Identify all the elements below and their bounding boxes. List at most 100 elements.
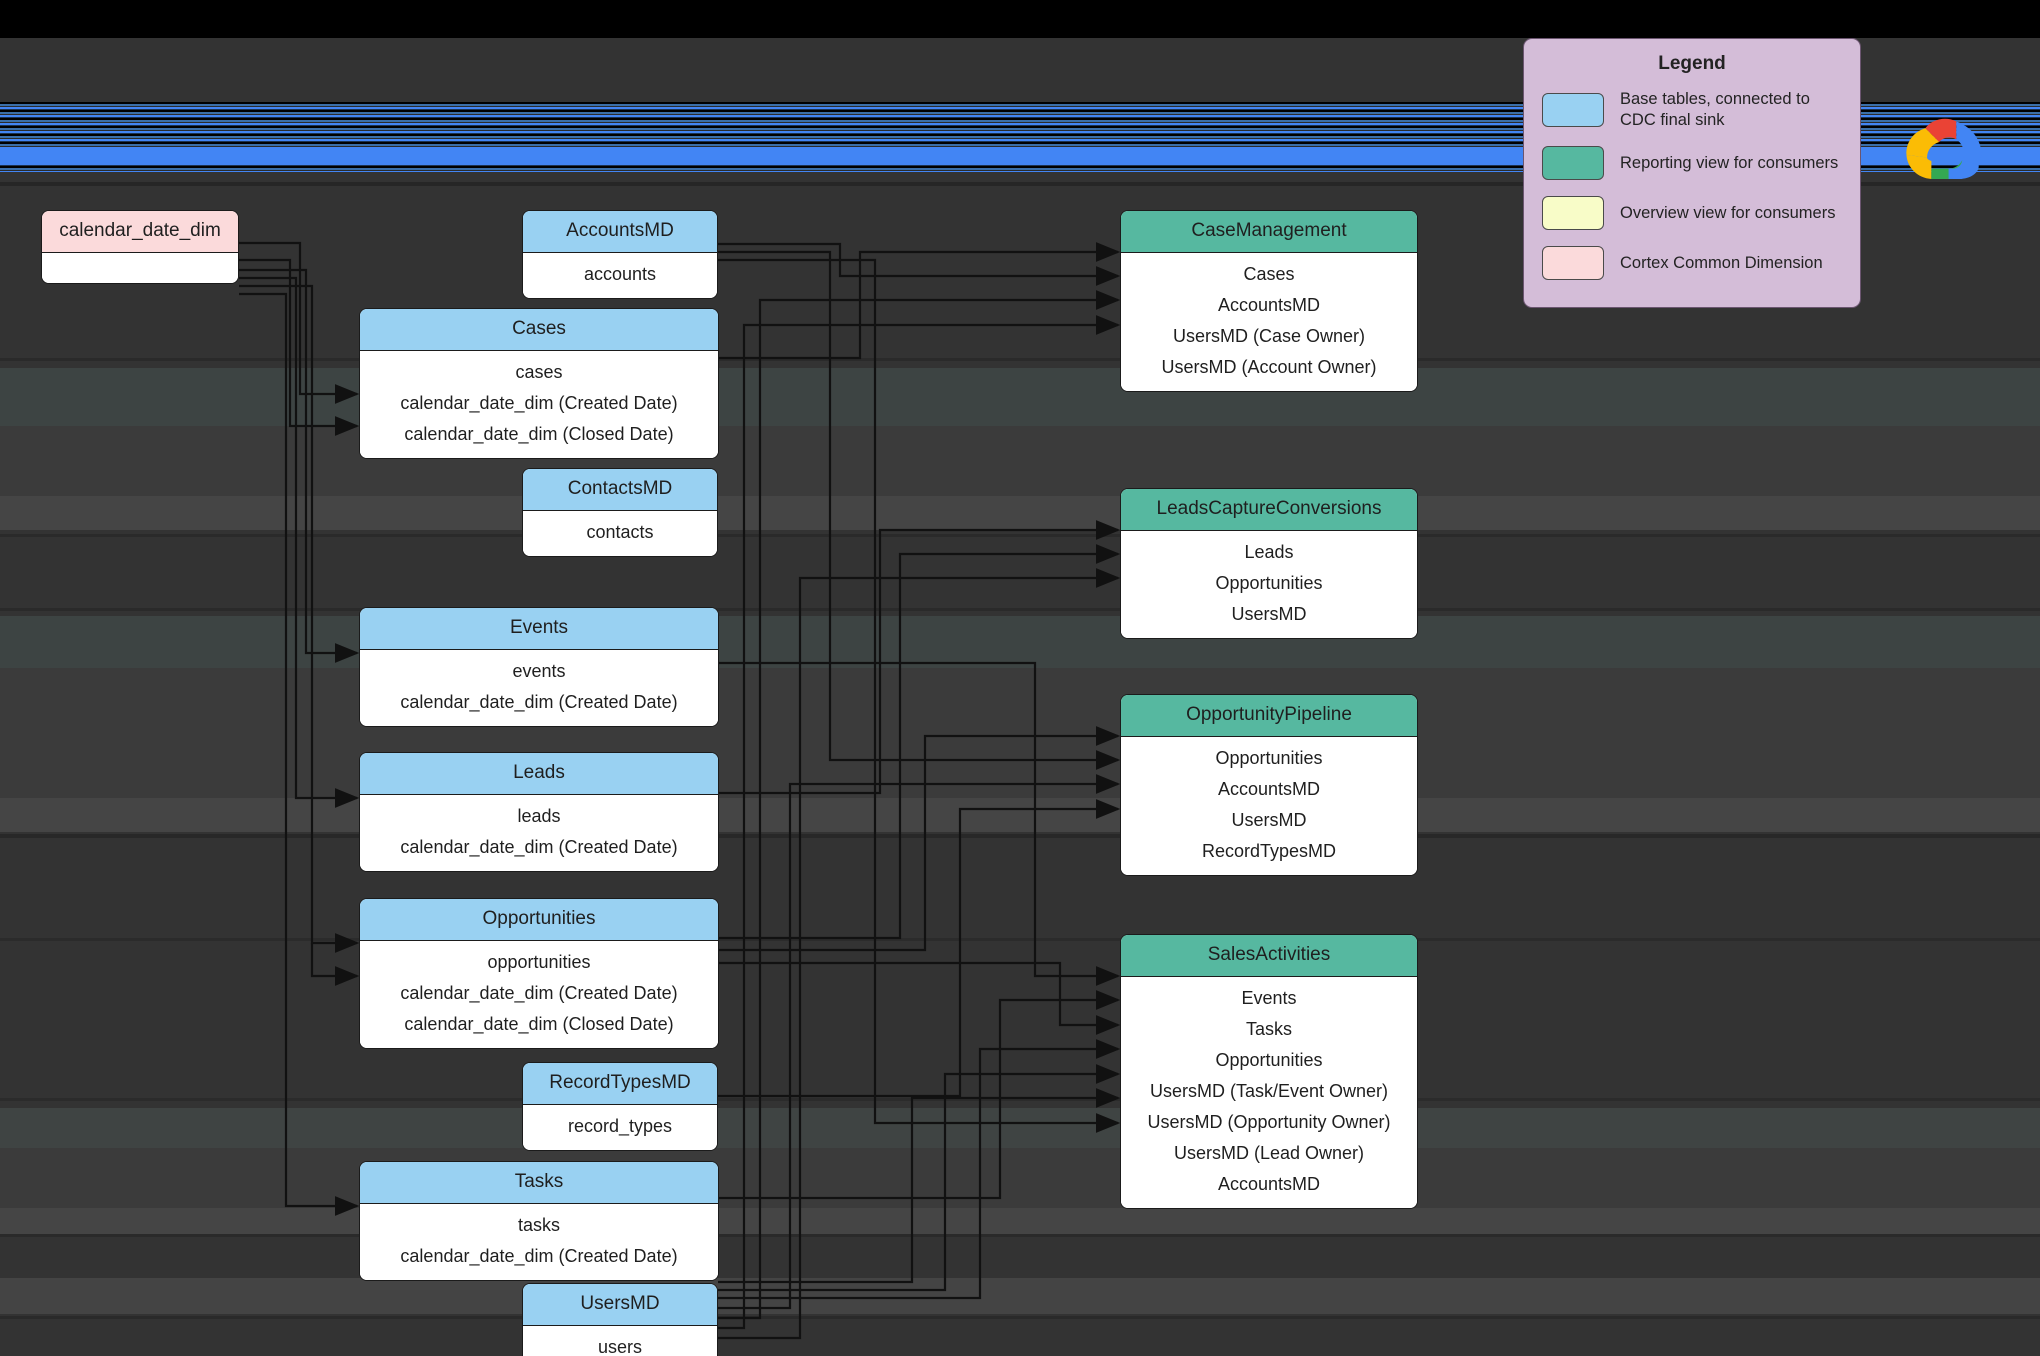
top-black-bar (0, 0, 2040, 38)
node-title: Leads (360, 753, 718, 795)
node-row: Cases (1243, 264, 1295, 284)
node-row: calendar_date_dim (Created Date) (400, 837, 678, 857)
render-band (0, 1098, 2040, 1101)
node-body: users (523, 1326, 717, 1356)
node-row: AccountsMD (1217, 779, 1321, 799)
node-body: record_types (523, 1105, 717, 1150)
node-row: tasks (517, 1215, 560, 1235)
render-band (0, 1148, 2040, 1208)
node-row: UsersMD (Task/Event Owner) (1149, 1081, 1389, 1101)
node-body (42, 253, 238, 283)
render-band (0, 834, 2040, 838)
cortex-dimension-swatch (1542, 246, 1604, 281)
node-title: SalesActivities (1121, 935, 1417, 977)
node-row: AccountsMD (1217, 1174, 1321, 1194)
node-body: accounts (523, 253, 717, 298)
node-title: OpportunityPipeline (1121, 695, 1417, 737)
node-title: ContactsMD (523, 469, 717, 511)
render-band (0, 798, 2040, 832)
legend-panel: Legend Base tables, connected to CDC fin… (1523, 38, 1861, 308)
base-table-node-recordtypesmd[interactable]: RecordTypesMD record_types (522, 1062, 718, 1151)
node-title: Cases (360, 309, 718, 351)
legend-item-label: Reporting view for consumers (1620, 153, 1839, 172)
node-title: RecordTypesMD (523, 1063, 717, 1105)
legend-item-cortex-dimension: Cortex Common Dimension (1542, 246, 1842, 281)
node-row: AccountsMD (1217, 295, 1321, 315)
legend-item-overview-view: Overview view for consumers (1542, 196, 1842, 231)
node-row: UsersMD (Lead Owner) (1173, 1143, 1365, 1163)
render-band (0, 938, 2040, 941)
legend-item-label: Base tables, connected to CDC final sink (1620, 90, 1810, 129)
node-title: UsersMD (523, 1284, 717, 1326)
node-title: AccountsMD (523, 211, 717, 253)
node-row: UsersMD (Account Owner) (1161, 357, 1377, 377)
node-title: LeadsCaptureConversions (1121, 489, 1417, 531)
node-row: leads (517, 806, 561, 826)
node-row: accounts (583, 264, 657, 284)
render-band (0, 368, 2040, 426)
render-band (0, 534, 2040, 537)
render-band (0, 608, 2040, 611)
base-table-node-events[interactable]: Events events calendar_date_dim (Created D… (359, 607, 719, 727)
node-title: Events (360, 608, 718, 650)
node-row: Opportunities (1215, 1050, 1323, 1070)
legend-item-label: Cortex Common Dimension (1620, 253, 1823, 272)
node-row: UsersMD (1231, 810, 1307, 830)
base-table-node-leads[interactable]: Leads leads calendar_date_dim (Created Dat… (359, 752, 719, 872)
node-row: opportunities (487, 952, 591, 972)
node-body: opportunities calendar_date_dim (Created … (360, 941, 718, 1048)
node-row: UsersMD (1231, 604, 1307, 624)
node-row: Leads (1244, 542, 1294, 562)
node-row: Events (1241, 988, 1297, 1008)
legend-item-label: Overview view for consumers (1620, 203, 1836, 222)
node-title: Tasks (360, 1162, 718, 1204)
legend-title: Legend (1658, 53, 1726, 74)
node-row: UsersMD (Opportunity Owner) (1147, 1112, 1391, 1132)
node-row: Opportunities (1215, 748, 1323, 768)
node-row: calendar_date_dim (Created Date) (400, 692, 678, 712)
render-band (0, 668, 2040, 798)
node-body: leads calendar_date_dim (Created Date) (360, 795, 718, 871)
base-table-swatch (1542, 92, 1604, 127)
render-band (0, 1278, 2040, 1314)
node-title: calendar_date_dim (42, 211, 238, 253)
base-table-node-contactsmd[interactable]: ContactsMD contacts (522, 468, 718, 557)
node-row: calendar_date_dim (Closed Date) (404, 1014, 674, 1034)
render-band (0, 426, 2040, 496)
legend-item-reporting-view: Reporting view for consumers (1542, 146, 1842, 181)
node-body: contacts (523, 511, 717, 556)
render-band (0, 1316, 2040, 1319)
render-band (0, 496, 2040, 530)
reporting-view-swatch (1542, 146, 1604, 181)
node-row: cases (515, 362, 563, 382)
render-band (0, 1108, 2040, 1148)
node-row: contacts (586, 522, 654, 542)
render-band (0, 1208, 2040, 1234)
render-band (0, 1234, 2040, 1237)
base-table-node-accountsmd[interactable]: AccountsMD accounts (522, 210, 718, 299)
render-band (0, 616, 2040, 668)
node-row: UsersMD (Case Owner) (1172, 326, 1366, 346)
node-row: events (512, 661, 566, 681)
node-body: events calendar_date_dim (Created Date) (360, 650, 718, 726)
dimension-node-calendar_date_dim[interactable]: calendar_date_dim (41, 210, 239, 284)
render-band (0, 358, 2040, 361)
overview-view-swatch (1542, 196, 1604, 231)
node-row: calendar_date_dim (Created Date) (400, 983, 678, 1003)
node-row: record_types (567, 1116, 673, 1136)
node-title: CaseManagement (1121, 211, 1417, 253)
